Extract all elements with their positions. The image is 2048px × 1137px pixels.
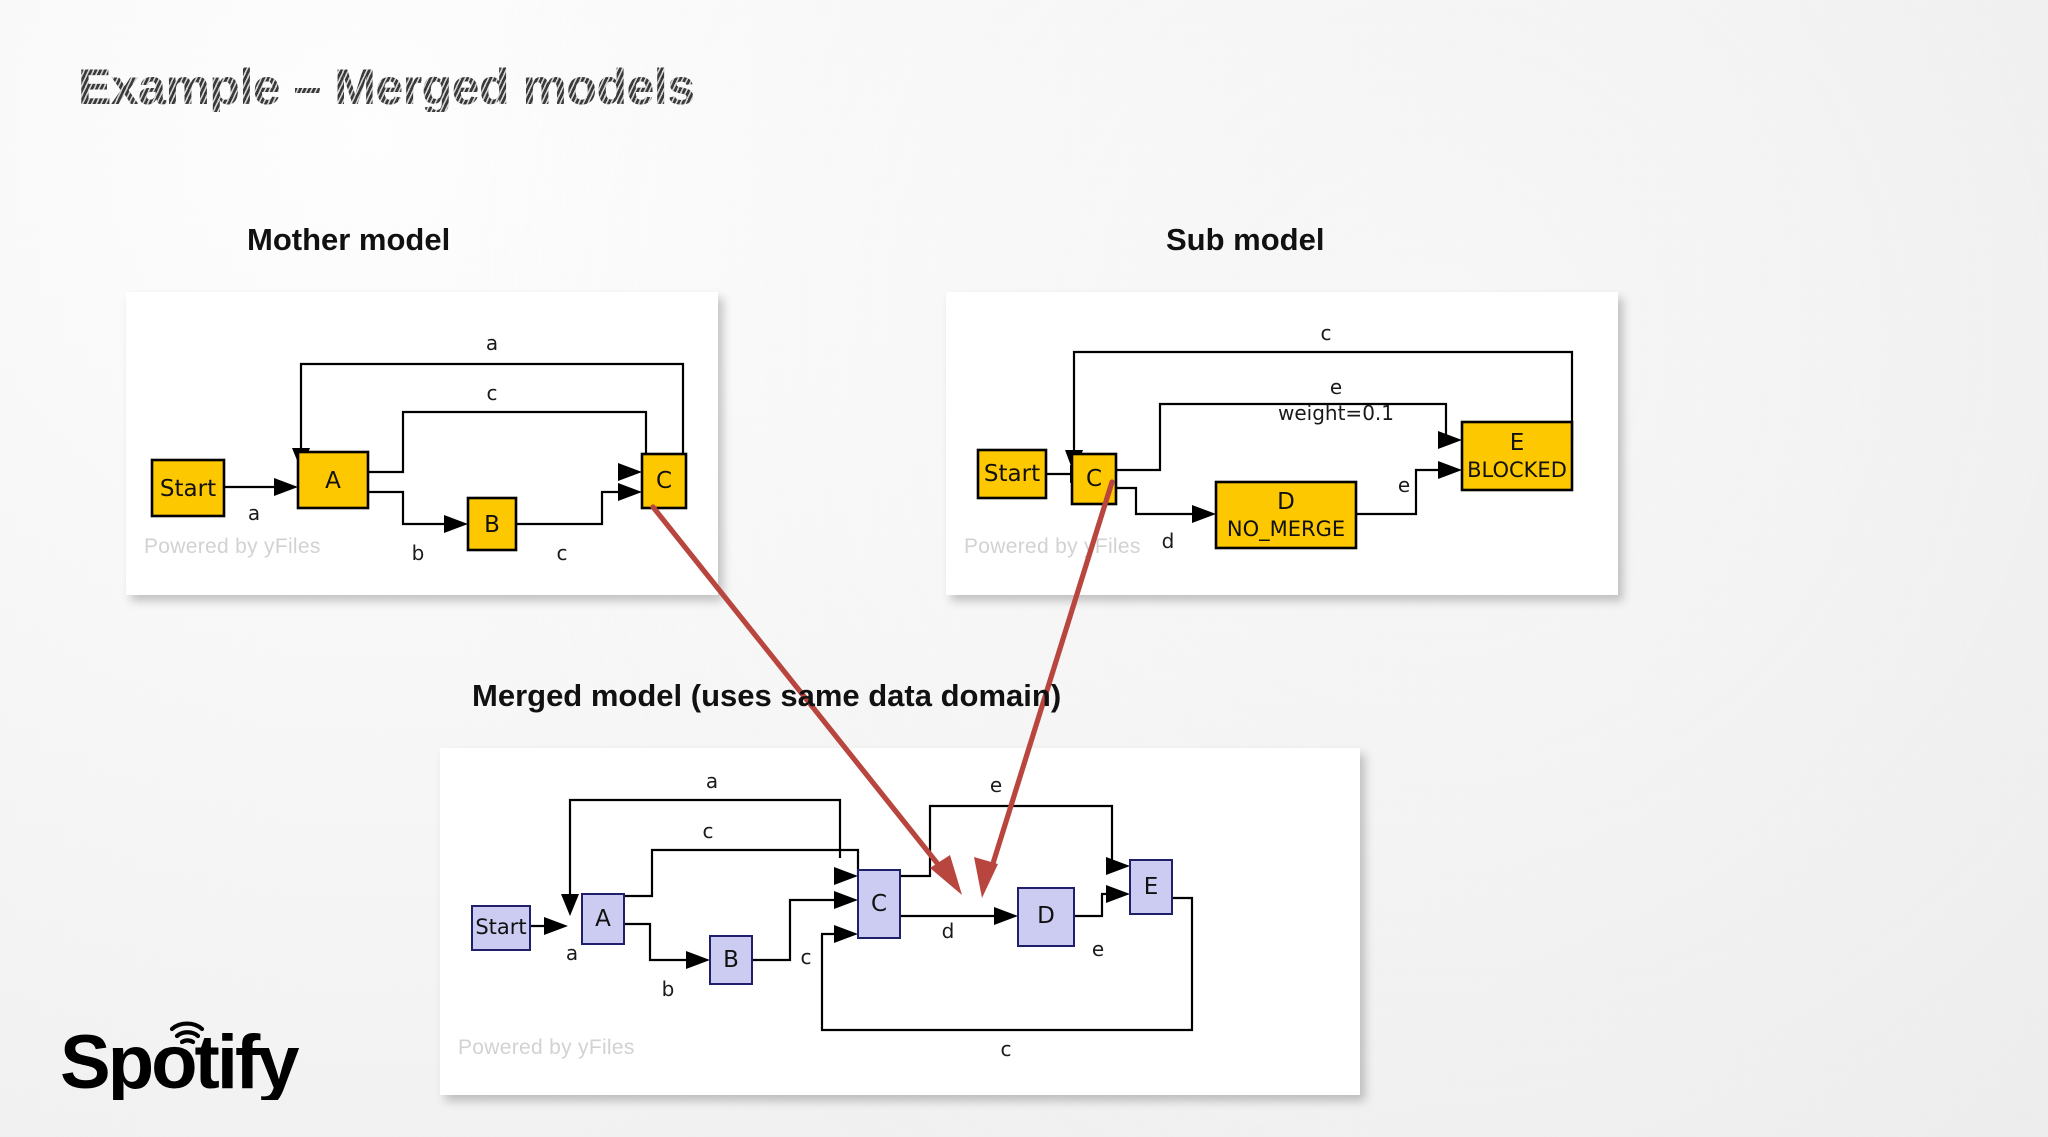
edge-merged-start-to-a-arrowhead xyxy=(544,917,568,935)
edge-merged-c-to-e-arrowhead xyxy=(1106,857,1130,875)
node-merged-b[interactable] xyxy=(709,935,753,985)
edge-sub-c-to-d xyxy=(1116,486,1198,516)
node-merged-e-label: E xyxy=(1144,874,1159,900)
edge-c-to-a xyxy=(299,362,685,472)
node-mother-start-label: Start xyxy=(160,476,216,502)
edge-label-merged-c-a: a xyxy=(706,769,718,793)
edge-label-merged-a-b: b xyxy=(662,977,675,1001)
edge-label-merged-e-c: c xyxy=(1001,1037,1012,1061)
node-sub-start-label: Start xyxy=(984,461,1040,487)
edge-label-merged-b-c: c xyxy=(801,945,812,969)
node-mother-a-label: A xyxy=(325,468,341,494)
node-merged-d[interactable] xyxy=(1017,887,1075,947)
edge-label-sub-c-d: d xyxy=(1162,529,1175,553)
edge-merged-a-to-c xyxy=(624,848,860,898)
edge-a-to-c-arrowhead xyxy=(618,463,642,481)
node-mother-a[interactable] xyxy=(296,450,370,510)
edge-b-to-c xyxy=(516,490,626,526)
edge-label-sub-c-e-weight: weight=0.1 xyxy=(1278,401,1394,425)
watermark-yfiles-mother: Powered by yFiles xyxy=(144,535,321,558)
spotify-wordmark-text: Spotify xyxy=(60,1020,299,1100)
edge-merged-a-to-b-arrowhead xyxy=(686,951,710,969)
diagram-panel-sub-model: Start C D NO_MERGE E BLOCKED c e weight=… xyxy=(946,292,1618,595)
edge-merged-c-to-e xyxy=(895,804,1114,878)
node-merged-c-label: C xyxy=(871,891,887,917)
section-caption-merged: Merged model (uses same data domain) xyxy=(472,678,1062,713)
node-sub-e[interactable] xyxy=(1460,420,1574,492)
node-merged-start-label: Start xyxy=(475,915,526,939)
edge-start-to-a-arrowhead xyxy=(274,478,298,496)
page-title: Example – Merged models xyxy=(78,59,695,115)
edge-sub-c-to-e-arrowhead xyxy=(1438,431,1462,449)
node-merged-d-label: D xyxy=(1037,903,1055,929)
edge-a-to-b-arrowhead xyxy=(444,515,468,533)
edge-label-mother-a-b: b xyxy=(412,541,425,565)
edge-label-mother-b-c: c xyxy=(557,541,568,565)
edge-label-merged-a-c: c xyxy=(703,819,714,843)
node-mother-b[interactable] xyxy=(466,496,518,552)
edge-label-sub-d-e: e xyxy=(1398,473,1410,497)
edge-merged-c-to-a-arrowhead xyxy=(561,894,579,916)
edge-label-merged-d-e: e xyxy=(1092,937,1104,961)
edge-sub-d-to-e xyxy=(1356,468,1446,516)
edge-sub-c-to-d-arrowhead xyxy=(1192,505,1216,523)
node-merged-b-label: B xyxy=(723,947,739,973)
edge-b-to-c-arrowhead xyxy=(618,483,642,501)
edge-sub-d-to-e-arrowhead xyxy=(1438,461,1462,479)
node-mother-b-label: B xyxy=(484,512,500,538)
node-sub-d-label: D xyxy=(1277,489,1295,515)
edge-merged-a-to-c-arrowhead xyxy=(834,867,858,885)
node-merged-c[interactable] xyxy=(857,869,901,939)
edge-label-merged-c-d: d xyxy=(942,919,955,943)
edge-label-merged-start-a: a xyxy=(566,941,578,965)
edge-label-mother-a-c: c xyxy=(487,381,498,405)
edge-label-mother-c-a: a xyxy=(486,331,498,355)
edge-a-to-c xyxy=(368,410,648,474)
edge-merged-e-to-c xyxy=(820,896,1194,1032)
node-merged-a-label: A xyxy=(595,906,611,932)
spotify-signal-waves-icon xyxy=(169,1021,205,1045)
node-mother-c-label: C xyxy=(656,468,672,494)
edge-sub-e-to-c xyxy=(1072,350,1574,454)
diagram-panel-merged-model: Start A B C D E a c a b c d e e c Powere… xyxy=(440,748,1360,1095)
edge-merged-a-to-b xyxy=(624,922,692,962)
edge-label-sub-e-c: c xyxy=(1321,321,1332,345)
node-sub-d-label2: NO_MERGE xyxy=(1227,517,1345,542)
watermark-yfiles-merged: Powered by yFiles xyxy=(458,1036,635,1059)
edge-sub-c-to-e xyxy=(1116,402,1448,472)
edge-merged-d-to-e-arrowhead xyxy=(1106,885,1130,903)
graph-mother-model: Start A B C a c a b c xyxy=(150,331,688,565)
edge-merged-e-to-c-arrowhead xyxy=(834,925,858,943)
watermark-yfiles-sub: Powered by yFiles xyxy=(964,535,1141,558)
node-sub-e-label2: BLOCKED xyxy=(1467,458,1567,482)
edge-label-mother-start-a: a xyxy=(248,501,260,525)
node-sub-d[interactable] xyxy=(1214,480,1358,550)
diagram-panel-mother-model: Start A B C a c a b c Powered by yFiles xyxy=(126,292,718,595)
node-merged-start[interactable] xyxy=(471,905,531,951)
spotify-wordmark-icon: Spotify xyxy=(60,1020,302,1100)
node-sub-e-label: E xyxy=(1510,430,1525,456)
node-merged-e[interactable] xyxy=(1129,859,1173,915)
edge-merged-b-to-c xyxy=(752,898,840,962)
node-merged-a[interactable] xyxy=(581,893,625,945)
node-mother-start[interactable] xyxy=(150,458,226,518)
node-sub-c-label: C xyxy=(1086,466,1102,492)
spotify-logo: Spotify xyxy=(60,1010,315,1100)
edge-a-to-b xyxy=(368,490,448,526)
edge-label-sub-c-e: e xyxy=(1330,375,1342,399)
edge-merged-c-to-d-arrowhead xyxy=(994,907,1018,925)
edge-merged-b-to-c-arrowhead xyxy=(834,891,858,909)
section-caption-sub: Sub model xyxy=(1166,222,1325,257)
section-caption-mother: Mother model xyxy=(247,222,451,257)
edge-label-merged-c-e: e xyxy=(990,773,1002,797)
